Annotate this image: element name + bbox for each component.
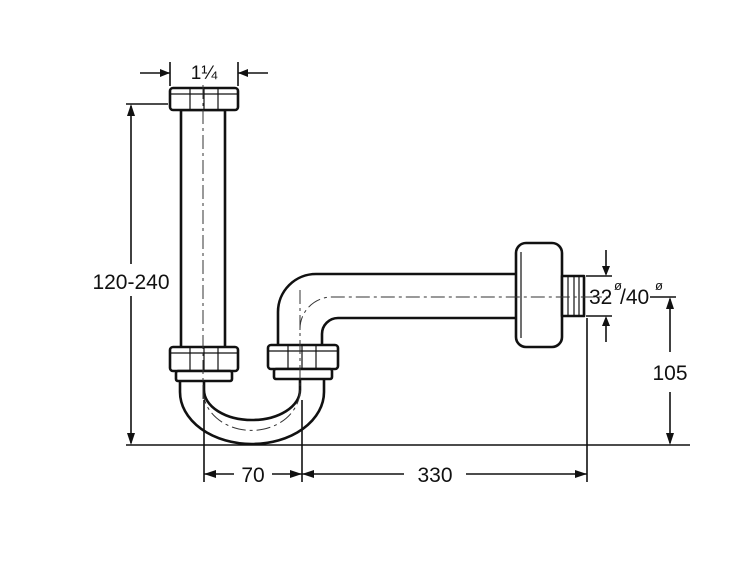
u-bend-outer — [178, 376, 326, 446]
pipe-body — [178, 108, 522, 446]
right-trap-nut — [266, 343, 340, 381]
dimension-labels: 1¼ 120-240 70 330 105 32 ø /40 ø — [92, 63, 687, 487]
outlet-stub — [560, 274, 586, 318]
top-nut — [168, 86, 240, 112]
outlet-length-label: 330 — [417, 464, 452, 487]
outlet-elbow — [276, 272, 522, 352]
height-range-label: 120-240 — [92, 271, 169, 294]
dimension-lines — [126, 62, 690, 482]
outlet-diameter-a-label: 32 — [589, 286, 612, 309]
outlet-diameter-b-label: /40 — [620, 286, 649, 309]
left-trap-nut — [168, 345, 240, 383]
fittings — [168, 86, 586, 383]
inlet-size-label: 1¼ — [191, 63, 219, 84]
diameter-symbol-b: ø — [655, 278, 663, 293]
trap-spacing-label: 70 — [241, 464, 264, 487]
center-lines — [202, 85, 610, 431]
wall-rosette — [514, 241, 564, 349]
diameter-symbol-a: ø — [614, 278, 622, 293]
outlet-height-label: 105 — [652, 362, 687, 385]
